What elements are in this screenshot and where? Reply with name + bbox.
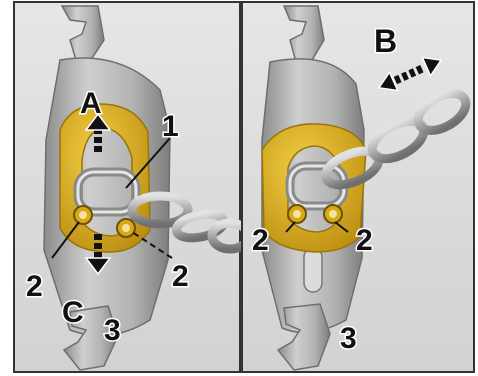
label-b: B — [374, 23, 397, 59]
label-2-r-left: 2 — [252, 224, 269, 257]
left-panel: A 1 2 2 C 3 — [14, 2, 248, 372]
label-1: 1 — [162, 110, 179, 143]
label-2-right: 2 — [172, 260, 189, 293]
right-panel: B 2 2 3 — [242, 2, 474, 372]
label-2-r-right: 2 — [356, 224, 373, 257]
label-a: A — [80, 87, 102, 120]
label-3-right: 3 — [340, 322, 357, 355]
label-2-left: 2 — [26, 270, 43, 303]
right-plate-slot — [304, 248, 322, 292]
label-3-left: 3 — [104, 314, 121, 347]
label-c: C — [62, 296, 84, 329]
